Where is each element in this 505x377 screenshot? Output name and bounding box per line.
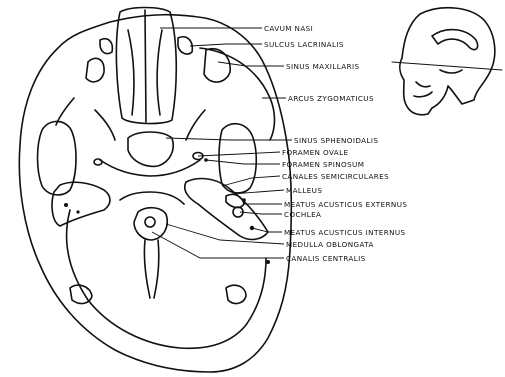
zygomatic-arch-left <box>38 121 77 195</box>
maxillary-sinus-right <box>204 49 230 82</box>
petrous-region-left <box>52 182 110 226</box>
head-profile-locator-icon <box>392 8 502 115</box>
nasal-septum <box>145 10 146 122</box>
zygomatic-arch-right <box>219 124 256 193</box>
label-sulcus-lacrinalis: Sulcus lacrinalis <box>264 40 344 49</box>
label-meatus-acusticus-externus: Meatus acusticus externus <box>284 200 407 209</box>
skull-inner-contour <box>67 210 266 348</box>
label-medulla-oblongata: Medulla oblongata <box>286 240 374 249</box>
label-arcus-zygomaticus: Arcus zygomaticus <box>288 94 374 103</box>
label-sinus-sphenoidalis: Sinus sphenoidalis <box>294 136 378 145</box>
label-foramen-ovale: Foramen ovale <box>282 148 348 157</box>
label-meatus-acusticus-internus: Meatus acusticus internus <box>284 228 406 237</box>
label-sinus-maxillaris: Sinus maxillaris <box>286 62 360 71</box>
label-foramen-spinosum: Foramen spinosum <box>282 160 364 169</box>
label-canales-semicirculares: Canales semicirculares <box>282 172 389 181</box>
maxillary-sinus-left <box>86 58 104 81</box>
sphenoid-sinus <box>128 132 173 166</box>
section-plane-line <box>392 62 502 70</box>
label-canalis-centralis: Canalis centralis <box>286 254 366 263</box>
petrous-region-right <box>185 179 268 240</box>
label-malleus: Malleus <box>286 186 322 195</box>
skull-cross-section-drawing <box>19 8 291 373</box>
label-cochlea: Cochlea <box>284 210 321 219</box>
medulla-oblongata-shape <box>134 208 167 240</box>
label-cavum-nasi: Cavum nasi <box>264 24 313 33</box>
